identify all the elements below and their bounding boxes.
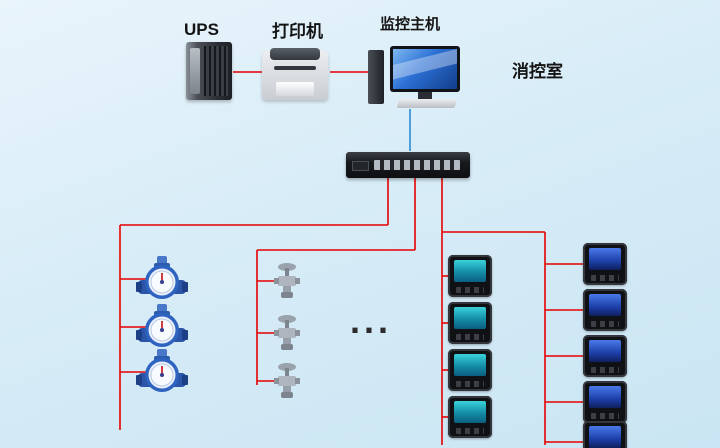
meter-screen [589, 294, 621, 316]
meter-screen [454, 401, 486, 423]
printer-icon [262, 48, 328, 100]
meter-screen [454, 354, 486, 376]
power-meter-icon [448, 302, 492, 344]
meter-screen [454, 307, 486, 329]
ups-front-panel [190, 48, 200, 94]
computer-tower-icon [368, 50, 384, 104]
power-meter-icon [583, 421, 627, 448]
meter-buttons [591, 367, 619, 373]
printer-label: 打印机 [272, 22, 323, 41]
meter-buttons [456, 287, 484, 293]
valve-icon [274, 363, 300, 398]
monitor-icon [390, 46, 460, 99]
switch-ports [374, 160, 460, 170]
meter-screen [589, 340, 621, 362]
power-meter-icon [448, 255, 492, 297]
meter-buttons [591, 321, 619, 327]
meter-screen [589, 386, 621, 408]
water-meter-icon [136, 349, 188, 392]
power-meter-icon [583, 335, 627, 377]
meter-screen [454, 260, 486, 282]
monitor-screen [393, 49, 457, 89]
power-meter-icon [583, 381, 627, 423]
power-meter-icon [583, 243, 627, 285]
printer-output-tray [276, 82, 314, 96]
meter-buttons [456, 428, 484, 434]
valve-icon [274, 263, 300, 298]
monitor-host-icon [368, 46, 464, 108]
monitor-host-label: 监控主机 [380, 16, 441, 33]
meter-screen [589, 426, 621, 448]
meter-buttons [591, 275, 619, 281]
power-meter-icon [448, 396, 492, 438]
water-meter-icon [136, 304, 188, 347]
valve-icon [274, 315, 300, 350]
power-meter-icon [583, 289, 627, 331]
switch-display [352, 161, 369, 171]
meter-buttons [456, 381, 484, 387]
keyboard-icon [396, 99, 458, 108]
ups-label: UPS [184, 20, 219, 39]
power-meter-icon [448, 349, 492, 391]
monitor-stand [418, 92, 432, 99]
water-meter-icon [136, 256, 188, 299]
ups-vents [204, 46, 228, 96]
ups-tower-icon [186, 42, 232, 100]
printer-paper-slot [274, 66, 316, 70]
printer-lid [270, 48, 320, 60]
meter-screen [589, 248, 621, 270]
meter-buttons [591, 413, 619, 419]
meter-buttons [456, 334, 484, 340]
network-switch-icon [346, 152, 470, 178]
ellipsis-more-devices: ... [350, 300, 393, 341]
control-room-label: 消控室 [512, 62, 563, 81]
